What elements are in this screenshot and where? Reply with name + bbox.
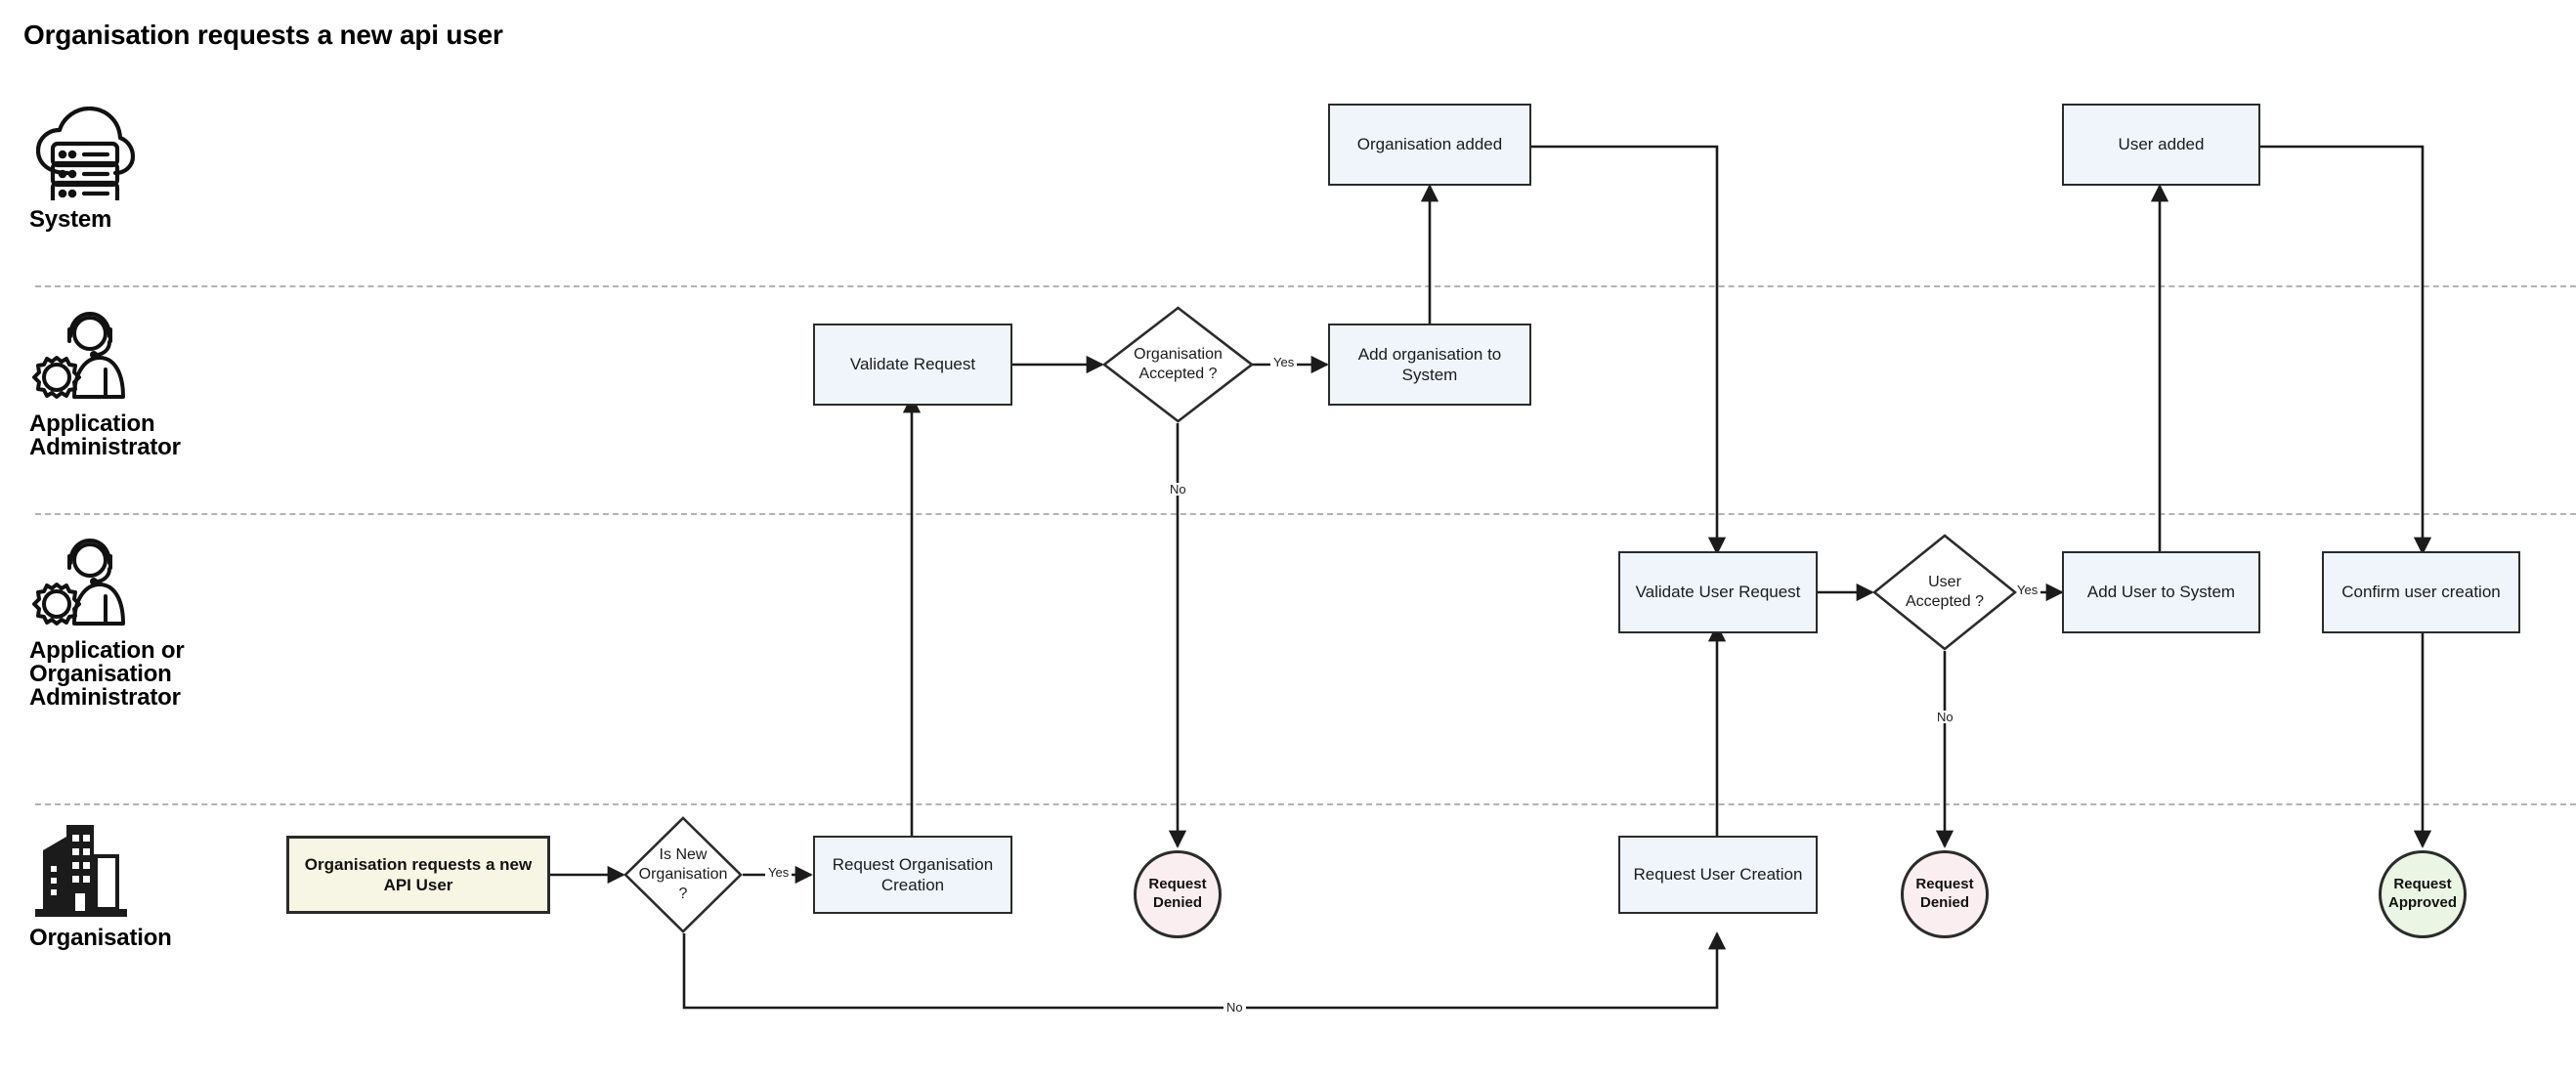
lane-label-line: Organisation <box>29 661 172 687</box>
node-label: ? <box>678 886 688 902</box>
edge-label-useraccepted-no: No <box>1934 711 1956 723</box>
lane-label-line: Administrator <box>29 434 181 460</box>
office-building-icon <box>35 825 127 917</box>
node-user-accepted[interactable]: User Accepted ? <box>1872 534 2017 651</box>
lane-label-application-or-organisation-administrator: Application or Organisation Administrato… <box>29 639 283 710</box>
edge-label-useraccepted-yes: Yes <box>2014 584 2041 596</box>
node-is-new-organisation[interactable]: Is New Organisation ? <box>623 816 743 933</box>
node-label: Denied <box>1919 894 1969 911</box>
lane-header-organisation: Organisation <box>29 823 283 950</box>
lane-label-system: System <box>29 208 283 232</box>
lane-divider-apporgadmin-organisation <box>35 803 2576 805</box>
lane-header-application-administrator: Application Administrator <box>29 311 283 459</box>
node-organisation-added[interactable]: Organisation added <box>1328 104 1531 186</box>
node-label: Request <box>2393 876 2452 893</box>
edge-label-orgaccepted-no: No <box>1167 483 1189 496</box>
lane-label-line: Application or <box>29 637 185 664</box>
node-label: Validate User Request <box>1635 583 1801 602</box>
node-request-denied-organisation[interactable]: Request Denied <box>1134 850 1222 938</box>
node-label-wrapper: Is New Organisation ? <box>633 845 734 904</box>
node-label: Organisation added <box>1356 135 1503 154</box>
node-label-wrapper: Request Organisation Creation <box>833 854 993 896</box>
node-label-wrapper: User Accepted ? <box>1900 573 1990 612</box>
lane-label-line: Administrator <box>29 684 181 711</box>
node-validate-request[interactable]: Validate Request <box>813 324 1012 406</box>
node-label: Request Organisation <box>832 854 994 874</box>
edge-isneworg-no-to-requestusercreation <box>682 931 1727 1010</box>
lane-label-line: Application <box>29 411 155 437</box>
node-label-wrapper: Request Approved <box>2388 876 2457 913</box>
support-agent-gear-icon <box>32 312 125 399</box>
edge-label-orgaccepted-yes: Yes <box>1270 356 1298 368</box>
node-label: Creation <box>880 876 945 894</box>
lane-label-application-administrator: Application Administrator <box>29 412 283 459</box>
node-label: Validate Request <box>849 355 976 374</box>
edge-label-isneworg-yes: Yes <box>765 866 793 879</box>
node-label: Add User to System <box>2086 583 2236 602</box>
edge-label-isneworg-no: No <box>1224 1001 1246 1014</box>
node-label: Request <box>1148 876 1207 893</box>
node-label: Denied <box>1152 894 1202 911</box>
node-label: User <box>1928 574 1961 590</box>
cloud-server-icon <box>35 106 136 200</box>
node-request-user-creation[interactable]: Request User Creation <box>1618 836 1818 914</box>
node-label: Organisation <box>638 866 728 883</box>
lane-label-line: System <box>29 206 112 233</box>
edge-useradded-to-confirmusercreation <box>2260 145 2432 555</box>
node-label: Organisation requests a new API User <box>304 854 533 894</box>
node-organisation-accepted[interactable]: Organisation Accepted ? <box>1102 306 1254 423</box>
lane-divider-appadmin-apporgadmin <box>35 513 2576 515</box>
node-add-organisation-to-system[interactable]: Add organisation to System <box>1328 324 1531 406</box>
node-label: Confirm user creation <box>2341 583 2501 602</box>
page-title: Organisation requests a new api user <box>23 20 503 50</box>
node-label-wrapper: Request Denied <box>1148 876 1206 913</box>
lane-label-line: Organisation <box>29 925 172 951</box>
lane-header-system: System <box>29 103 283 232</box>
node-label-wrapper: Organisation Accepted ? <box>1128 345 1228 384</box>
node-label-wrapper: Request Denied <box>1915 876 1973 913</box>
diamond-shape <box>623 816 743 933</box>
node-user-added[interactable]: User added <box>2062 104 2260 186</box>
node-label: Accepted ? <box>1905 593 1985 610</box>
lane-label-organisation: Organisation <box>29 927 283 950</box>
lane-header-application-or-organisation-administrator: Application or Organisation Administrato… <box>29 538 283 710</box>
node-label: Request <box>1915 876 1974 893</box>
node-request-denied-user[interactable]: Request Denied <box>1901 850 1989 938</box>
node-add-user-to-system[interactable]: Add User to System <box>2062 551 2260 633</box>
node-label: Request User Creation <box>1633 865 1803 885</box>
node-label: Accepted ? <box>1138 366 1218 382</box>
node-label: Approved <box>2387 894 2457 911</box>
node-confirm-user-creation[interactable]: Confirm user creation <box>2322 551 2520 633</box>
node-label: Organisation <box>1134 346 1223 363</box>
diamond-shape <box>1102 306 1254 423</box>
node-label: User added <box>2118 135 2205 154</box>
node-request-approved[interactable]: Request Approved <box>2379 850 2467 938</box>
edge-organisationadded-to-validateuserrequest <box>1531 145 1727 555</box>
node-label: Add organisation to System <box>1357 344 1502 384</box>
support-agent-gear-icon <box>32 539 125 626</box>
lane-divider-system-appadmin <box>35 285 2576 287</box>
node-validate-user-request[interactable]: Validate User Request <box>1618 551 1818 633</box>
node-request-organisation-creation[interactable]: Request Organisation Creation <box>813 836 1012 914</box>
node-label: Is New <box>659 846 708 863</box>
node-start-request[interactable]: Organisation requests a new API User <box>286 836 550 914</box>
diamond-shape <box>1872 534 2017 651</box>
